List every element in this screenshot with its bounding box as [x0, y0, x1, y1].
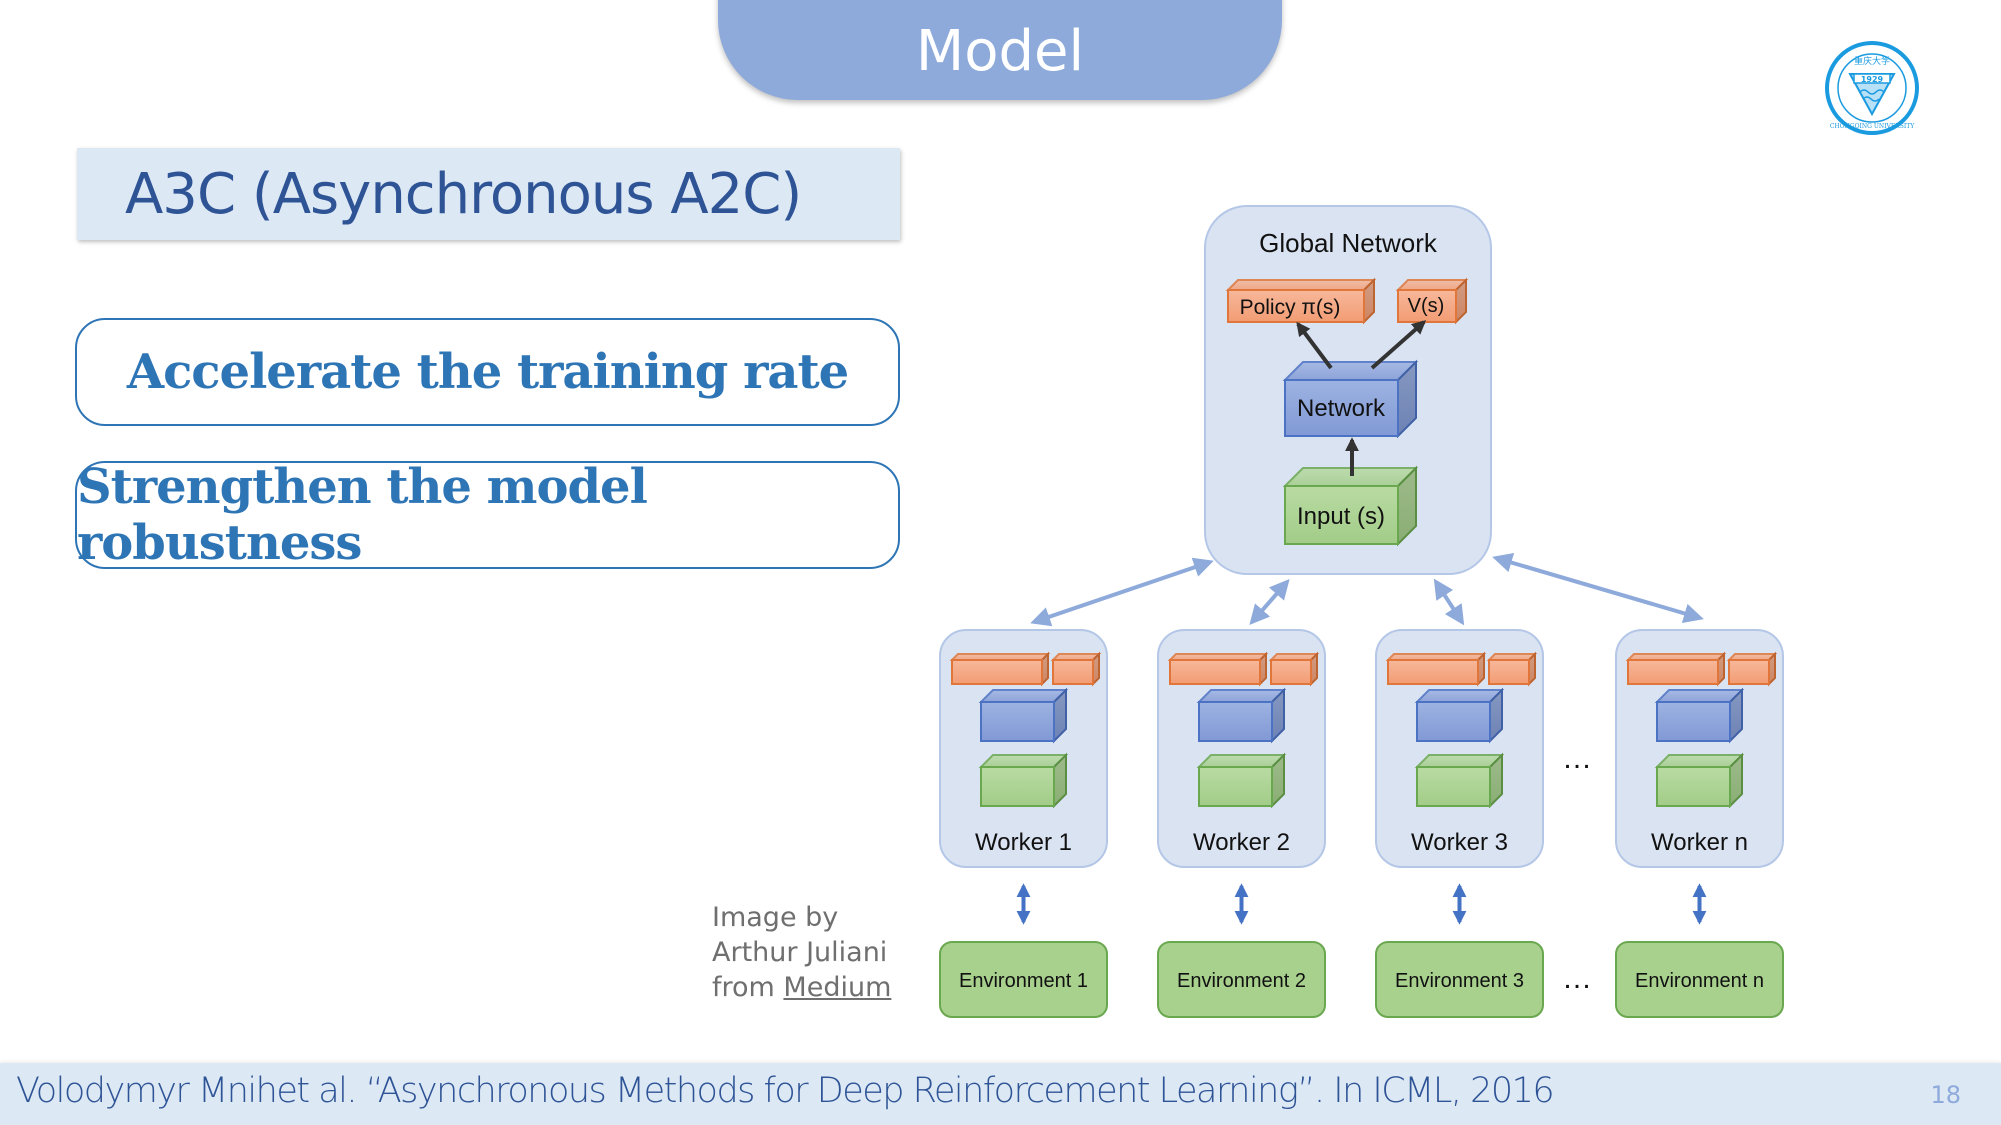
worker-network-cube — [1654, 687, 1745, 744]
reference-citation: Volodymyr Mnihet al. “Asynchronous Metho… — [16, 1071, 1555, 1111]
worker-input-cube — [1196, 752, 1287, 809]
worker-2-group: Worker 2 — [1157, 629, 1326, 925]
input-box — [1282, 465, 1419, 547]
subtitle-box: A3C (Asynchronous A2C) — [77, 148, 900, 240]
worker-policy-cube — [949, 651, 1051, 687]
worker-policy-cube — [1167, 651, 1269, 687]
environment-2-box: Environment 2 — [1157, 941, 1326, 1018]
worker-value-cube — [1268, 651, 1320, 687]
environment-4-box: Environment n — [1615, 941, 1784, 1018]
medium-link[interactable]: Medium — [783, 972, 892, 1003]
feature-box-accelerate: Accelerate the training rate — [75, 318, 900, 426]
worker-1-group: Worker 1 — [939, 629, 1108, 925]
worker-network-cube — [1196, 687, 1287, 744]
worker-3-group: Worker 3 — [1375, 629, 1544, 925]
environment-label: Environment 3 — [1395, 970, 1524, 992]
environments-ellipsis: … — [1562, 962, 1592, 995]
worker-4-group: Worker n — [1615, 629, 1784, 925]
network-box — [1282, 359, 1419, 439]
worker-network-cube — [1414, 687, 1505, 744]
environment-1-box: Environment 1 — [939, 941, 1108, 1018]
worker-input-cube — [1414, 752, 1505, 809]
worker-label: Worker 3 — [1411, 829, 1508, 856]
page-number: 18 — [1930, 1081, 1961, 1109]
global-network-title: Global Network — [1259, 228, 1438, 258]
input-label: Input (s) — [1297, 503, 1385, 530]
network-cube — [1282, 359, 1419, 439]
worker-label: Worker 2 — [1193, 829, 1290, 856]
section-title-banner: Model — [718, 0, 1282, 100]
network-to-value-arrow — [1370, 320, 1427, 370]
worker-network-cube — [978, 687, 1069, 744]
worker-value-cube — [1486, 651, 1538, 687]
environment-3-box: Environment 3 — [1375, 941, 1544, 1018]
network-label: Network — [1297, 395, 1386, 422]
policy-label: Policy π(s) — [1240, 296, 1341, 319]
subtitle: A3C (Asynchronous A2C) — [125, 161, 802, 227]
global-worker1-sync-arrow — [1030, 557, 1214, 627]
policy-box — [1225, 277, 1377, 325]
svg-text:重庆大学: 重庆大学 — [1854, 55, 1890, 67]
worker-input-cube — [978, 752, 1069, 809]
section-title: Model — [915, 19, 1085, 84]
workers-ellipsis: … — [1562, 742, 1592, 775]
worker-label: Worker 1 — [975, 829, 1072, 856]
input-cube — [1282, 465, 1419, 547]
global-worker2-sync-arrow — [1249, 578, 1290, 626]
worker-label: Worker n — [1651, 829, 1748, 856]
worker-value-cube — [1726, 651, 1778, 687]
environment-label: Environment 2 — [1177, 970, 1306, 992]
policy-cube — [1225, 277, 1377, 325]
footer-bar: Volodymyr Mnihet al. “Asynchronous Metho… — [0, 1063, 2001, 1125]
environment-label: Environment 1 — [959, 970, 1088, 992]
global-workern-sync-arrow — [1492, 552, 1704, 624]
logo-year: 1929 — [1861, 75, 1884, 84]
worker-value-cube — [1050, 651, 1102, 687]
worker-input-cube — [1654, 752, 1745, 809]
svg-text:CHONGQING UNIVERSITY: CHONGQING UNIVERSITY — [1830, 123, 1915, 130]
workers-group: Worker 1 Environment 1 Worker 2 Environment… — [939, 629, 1784, 1018]
value-cube — [1395, 277, 1469, 325]
network-to-policy-arrow — [1296, 321, 1333, 370]
worker-policy-cube — [1625, 651, 1727, 687]
credit-from: from — [712, 972, 784, 1003]
value-box — [1395, 277, 1469, 325]
feature-label: Accelerate the training rate — [126, 344, 849, 400]
feature-box-robustness: Strengthen the model robustness — [75, 459, 900, 571]
worker-policy-cube — [1385, 651, 1487, 687]
value-label: V(s) — [1408, 295, 1445, 317]
credit-line-3: from Medium — [712, 970, 891, 1005]
credit-line-2: Arthur Juliani — [712, 937, 888, 968]
credit-line-1: Image by — [712, 902, 839, 933]
environment-label: Environment n — [1635, 970, 1764, 992]
chongqing-university-logo-icon: 1929 重庆大学 CHONGQING UNIVERSITY — [1825, 41, 1919, 135]
image-credit: Image by Arthur Juliani from Medium — [712, 900, 891, 1005]
global-worker3-sync-arrow — [1433, 578, 1465, 626]
feature-label: Strengthen the model robustness — [77, 459, 648, 571]
